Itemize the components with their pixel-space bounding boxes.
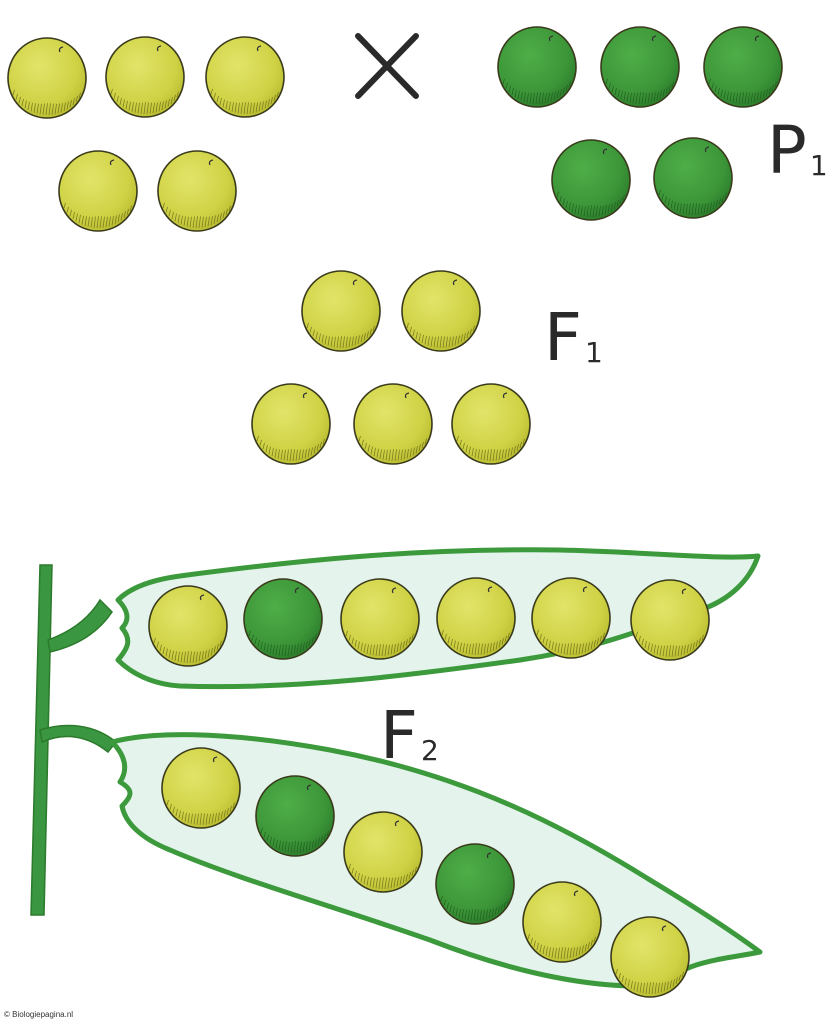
plant-stem	[30, 564, 118, 916]
yellow-pea	[401, 270, 481, 352]
yellow-pea	[7, 37, 87, 119]
yellow-pea	[522, 881, 602, 963]
pea-group-parent-green	[497, 26, 783, 221]
yellow-pea	[205, 36, 285, 118]
generation-letter: F	[380, 697, 419, 774]
green-pea	[600, 26, 680, 108]
generation-index: 2	[420, 734, 439, 767]
yellow-pea	[161, 747, 241, 829]
yellow-pea	[157, 150, 237, 232]
yellow-pea	[105, 36, 185, 118]
pea-group-f2-pod-top	[148, 577, 710, 667]
pea-group-parent-yellow	[7, 36, 285, 232]
green-pea	[243, 578, 323, 660]
yellow-pea	[301, 270, 381, 352]
yellow-pea	[353, 383, 433, 465]
cross-icon	[355, 33, 419, 99]
yellow-pea	[340, 578, 420, 660]
generation-letter: P	[767, 112, 808, 189]
green-pea	[435, 843, 515, 925]
pea-group-f1	[251, 270, 531, 465]
yellow-pea	[148, 585, 228, 667]
yellow-pea	[436, 577, 516, 659]
yellow-pea	[630, 579, 710, 661]
generation-index: 1	[584, 336, 603, 369]
generation-index: 1	[809, 149, 828, 182]
yellow-pea	[343, 811, 423, 893]
generation-label-f2: F2	[380, 703, 439, 769]
yellow-pea	[451, 383, 531, 465]
yellow-pea	[58, 150, 138, 232]
green-pea	[551, 139, 631, 221]
peas-layer	[7, 26, 783, 998]
generation-letter: F	[544, 299, 583, 376]
generation-label-p1: P1	[767, 118, 828, 184]
green-pea	[653, 137, 733, 219]
yellow-pea	[531, 577, 611, 659]
green-pea	[497, 26, 577, 108]
generation-label-f1: F1	[544, 305, 603, 371]
green-pea	[255, 775, 335, 857]
yellow-pea	[610, 916, 690, 998]
pea-group-f2-pod-bottom	[161, 747, 690, 998]
yellow-pea	[251, 383, 331, 465]
copyright-credit: © Biologiepagina.nl	[4, 1010, 74, 1019]
green-pea	[703, 26, 783, 108]
